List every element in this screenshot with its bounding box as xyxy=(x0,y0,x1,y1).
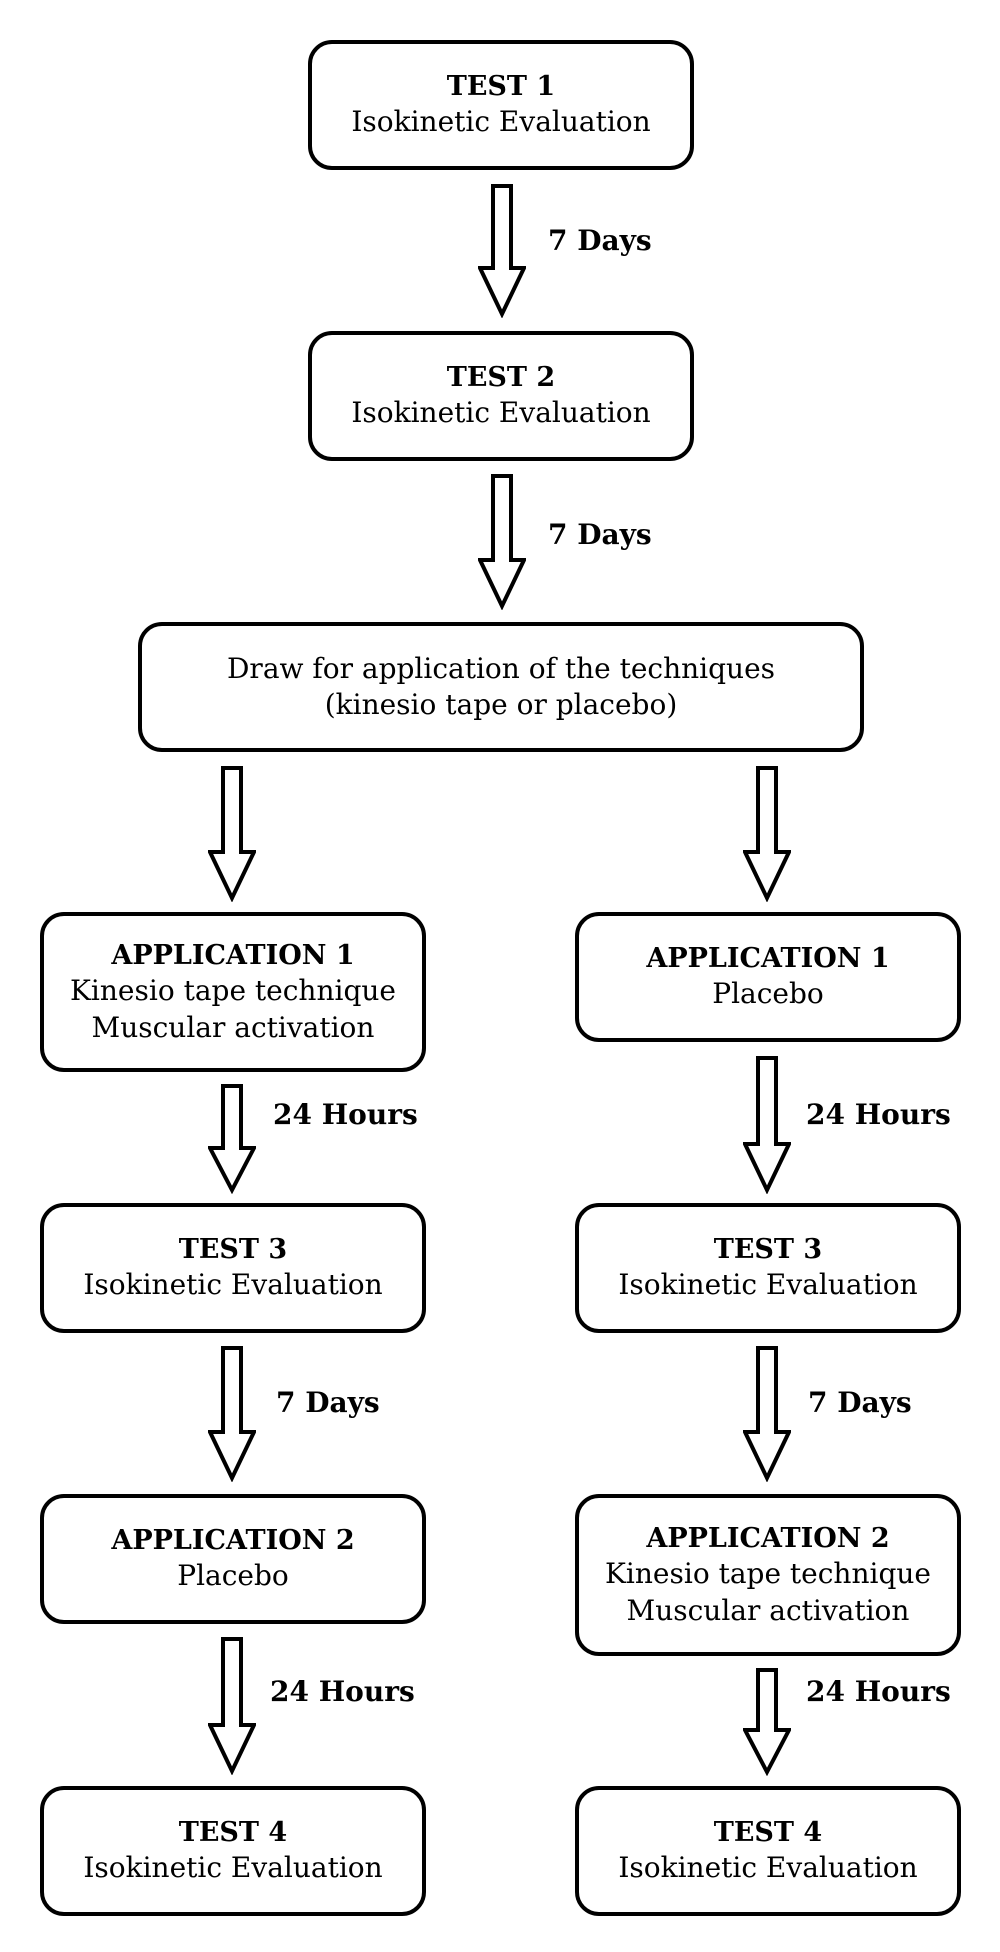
edge-label: 24 Hours xyxy=(273,1098,418,1131)
node-title: TEST 3 xyxy=(713,1234,823,1266)
node-title: APPLICATION 1 xyxy=(646,943,890,975)
node-text: Isokinetic Evaluation xyxy=(618,1268,918,1302)
node-text: Isokinetic Evaluation xyxy=(351,105,651,139)
edge-label: 7 Days xyxy=(276,1386,380,1419)
node-title: APPLICATION 2 xyxy=(646,1523,890,1555)
node-text: Kinesio tape technique xyxy=(70,974,396,1008)
arrow-down-icon xyxy=(743,1056,791,1194)
node-left-application-1: APPLICATION 1 Kinesio tape technique Mus… xyxy=(40,912,426,1072)
node-text: Placebo xyxy=(712,977,824,1011)
node-text: Muscular activation xyxy=(91,1010,375,1044)
node-text: Isokinetic Evaluation xyxy=(618,1851,918,1885)
node-right-test-4: TEST 4 Isokinetic Evaluation xyxy=(575,1786,961,1916)
node-right-test-3: TEST 3 Isokinetic Evaluation xyxy=(575,1203,961,1333)
edge-label: 24 Hours xyxy=(806,1098,951,1131)
node-title: TEST 1 xyxy=(446,71,556,103)
arrow-down-icon xyxy=(478,474,526,610)
node-title: TEST 4 xyxy=(178,1817,288,1849)
arrow-down-icon xyxy=(208,766,256,902)
node-text: Kinesio tape technique xyxy=(605,1557,931,1591)
arrow-down-icon xyxy=(743,1346,791,1482)
edge-label: 7 Days xyxy=(548,518,652,551)
arrow-down-icon xyxy=(478,184,526,318)
node-left-application-2: APPLICATION 2 Placebo xyxy=(40,1494,426,1624)
edge-label: 24 Hours xyxy=(270,1675,415,1708)
node-text: Placebo xyxy=(177,1559,289,1593)
node-left-test-3: TEST 3 Isokinetic Evaluation xyxy=(40,1203,426,1333)
arrow-down-icon xyxy=(208,1637,256,1775)
node-title: APPLICATION 1 xyxy=(111,940,355,972)
arrow-down-icon xyxy=(208,1084,256,1194)
node-right-application-2: APPLICATION 2 Kinesio tape technique Mus… xyxy=(575,1494,961,1656)
node-text: Draw for application of the techniques xyxy=(226,651,776,685)
node-title: TEST 3 xyxy=(178,1234,288,1266)
node-text: Muscular activation xyxy=(626,1593,910,1627)
arrow-down-icon xyxy=(743,1668,791,1776)
node-text: (kinesio tape or placebo) xyxy=(324,688,678,721)
arrow-down-icon xyxy=(208,1346,256,1482)
edge-label: 7 Days xyxy=(808,1386,912,1419)
edge-label: 7 Days xyxy=(548,224,652,257)
arrow-down-icon xyxy=(743,766,791,902)
node-text: Isokinetic Evaluation xyxy=(83,1851,383,1885)
node-left-test-4: TEST 4 Isokinetic Evaluation xyxy=(40,1786,426,1916)
node-draw: Draw for application of the techniques (… xyxy=(138,622,864,752)
node-title: TEST 4 xyxy=(713,1817,823,1849)
edge-label: 24 Hours xyxy=(806,1675,951,1708)
node-test-1: TEST 1 Isokinetic Evaluation xyxy=(308,40,694,170)
node-text: Isokinetic Evaluation xyxy=(83,1268,383,1302)
node-title: TEST 2 xyxy=(446,362,556,394)
node-test-2: TEST 2 Isokinetic Evaluation xyxy=(308,331,694,461)
node-text: Isokinetic Evaluation xyxy=(351,396,651,430)
node-right-application-1: APPLICATION 1 Placebo xyxy=(575,912,961,1042)
node-title: APPLICATION 2 xyxy=(111,1525,355,1557)
